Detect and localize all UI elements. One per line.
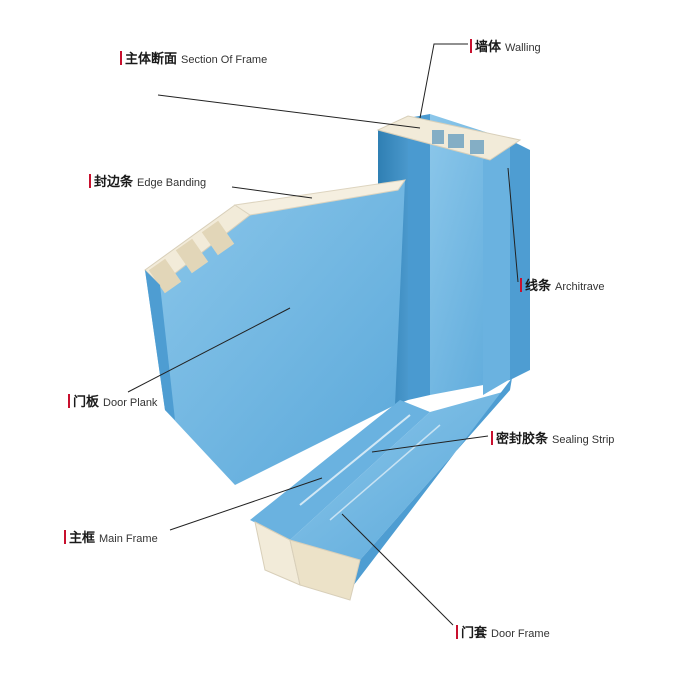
label-en: Main Frame — [99, 533, 158, 545]
label-zh: 密封胶条 — [496, 428, 548, 447]
label-en: Door Plank — [103, 397, 157, 409]
label-architrave: 线条 Architrave — [520, 275, 605, 294]
accent-bar — [491, 431, 493, 445]
label-en: Edge Banding — [137, 177, 206, 189]
label-door-plank: 门板 Door Plank — [68, 391, 157, 410]
label-section-of-frame: 主体断面 Section Of Frame — [120, 48, 267, 67]
label-walling: 墙体 Walling — [470, 36, 541, 55]
accent-bar — [470, 39, 472, 53]
label-zh: 封边条 — [94, 171, 133, 190]
accent-bar — [520, 278, 522, 292]
label-en: Walling — [505, 42, 541, 54]
label-zh: 主框 — [69, 527, 95, 546]
label-zh: 门板 — [73, 391, 99, 410]
label-en: Architrave — [555, 281, 605, 293]
accent-bar — [64, 530, 66, 544]
label-zh: 线条 — [525, 275, 551, 294]
label-en: Sealing Strip — [552, 434, 614, 446]
label-main-frame: 主框 Main Frame — [64, 527, 158, 546]
label-en: Door Frame — [491, 628, 550, 640]
accent-bar — [89, 174, 91, 188]
label-zh: 墙体 — [475, 36, 501, 55]
label-zh: 主体断面 — [125, 48, 177, 67]
accent-bar — [120, 51, 122, 65]
accent-bar — [456, 625, 458, 639]
label-en: Section Of Frame — [181, 54, 267, 66]
label-door-frame: 门套 Door Frame — [456, 622, 550, 641]
accent-bar — [68, 394, 70, 408]
label-zh: 门套 — [461, 622, 487, 641]
label-sealing-strip: 密封胶条 Sealing Strip — [491, 428, 614, 447]
label-edge-banding: 封边条 Edge Banding — [89, 171, 206, 190]
